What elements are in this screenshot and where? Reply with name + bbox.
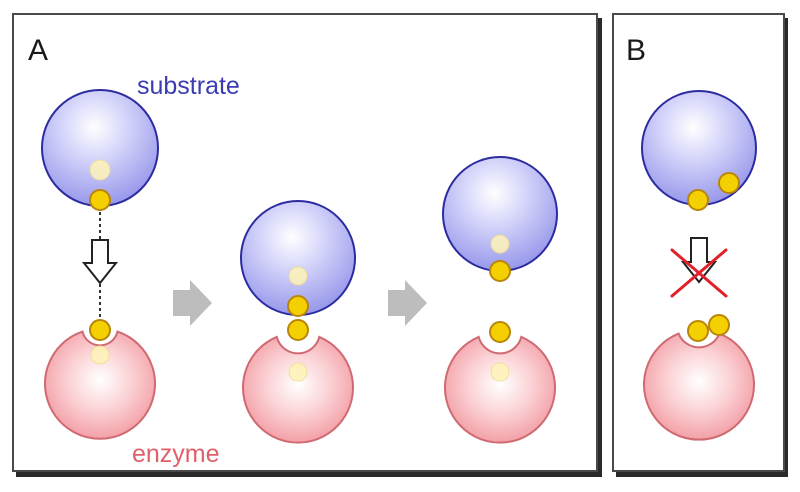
substrate-binding-site — [718, 172, 740, 194]
substrate-binding-site — [89, 189, 111, 211]
substrate-ball — [641, 90, 757, 206]
enzyme-binding-site — [687, 320, 709, 342]
substrate-site-ghost — [288, 266, 308, 286]
stage-2-bound — [240, 200, 356, 444]
enzyme-label: enzyme — [132, 440, 220, 468]
substrate-ball — [442, 156, 558, 272]
panel-b-mismatch — [641, 90, 757, 441]
substrate-binding-site — [489, 260, 511, 282]
enzyme-binding-site — [89, 319, 111, 341]
substrate-label: substrate — [137, 72, 240, 100]
substrate-ball — [41, 89, 159, 207]
enzyme-binding-site — [489, 321, 511, 343]
enzyme-site-ghost — [90, 345, 110, 365]
stage-1-separated — [41, 89, 159, 440]
substrate-site-ghost — [89, 159, 111, 181]
enzyme-binding-site — [708, 314, 730, 336]
cross-icon — [670, 248, 728, 298]
panel-b-letter: B — [626, 34, 646, 67]
step-arrow-2-icon — [388, 280, 427, 326]
enzyme-site-ghost — [490, 362, 510, 382]
stage-3-released — [442, 156, 558, 444]
enzyme-ball — [242, 335, 354, 444]
enzyme-ball — [444, 335, 556, 444]
approach-arrow-icon — [81, 239, 119, 285]
blocked-arrow-icon — [680, 237, 718, 284]
substrate-binding-site — [287, 295, 309, 317]
enzyme-binding-site — [287, 319, 309, 341]
step-arrow-1-icon — [173, 280, 212, 326]
enzyme-site-ghost — [288, 362, 308, 382]
substrate-site-ghost — [490, 234, 510, 254]
enzyme-ball — [44, 330, 156, 440]
panel-a-letter: A — [28, 34, 48, 67]
enzyme-ball — [643, 332, 755, 441]
substrate-binding-site — [687, 189, 709, 211]
